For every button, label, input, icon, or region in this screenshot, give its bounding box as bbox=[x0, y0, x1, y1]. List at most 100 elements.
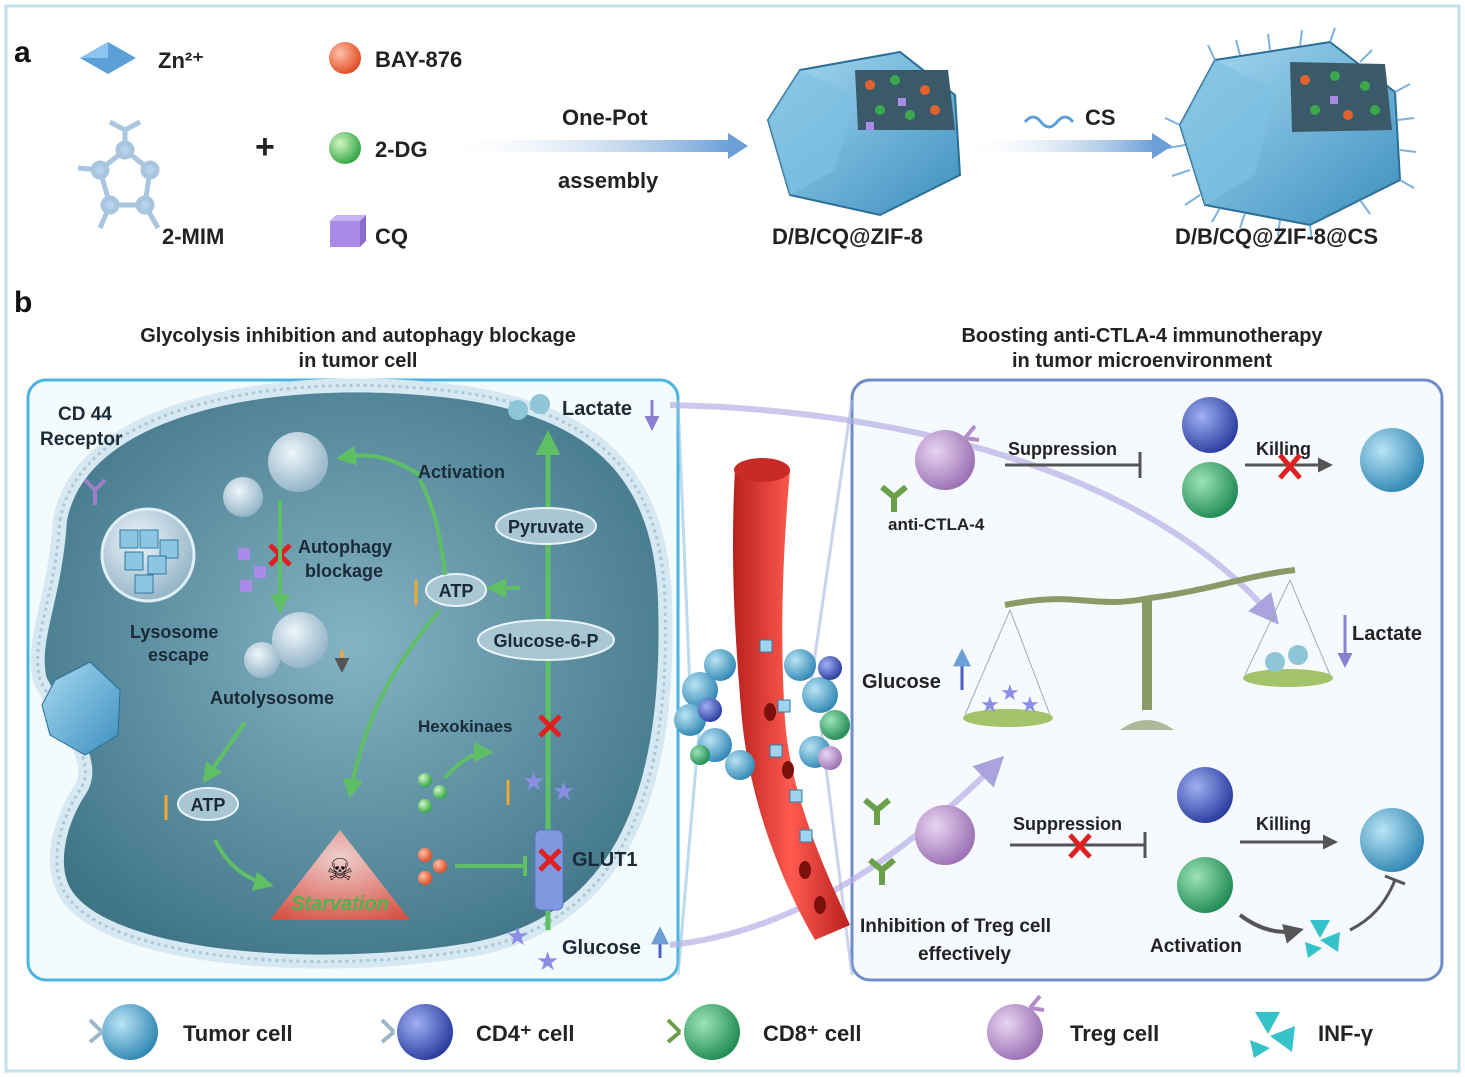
panel-b-letter: b bbox=[14, 286, 32, 319]
legend-treg-receptor bbox=[1028, 994, 1045, 1012]
anti-ctla4-antibody-top bbox=[880, 484, 908, 512]
left-title-line2: in tumor cell bbox=[299, 350, 418, 372]
lactate-molecule bbox=[530, 394, 550, 414]
treg-receptor-top bbox=[963, 424, 980, 442]
tumor-cluster bbox=[674, 649, 850, 780]
legend-cd4-receptor bbox=[380, 1018, 396, 1044]
atp-bubble-left bbox=[177, 787, 239, 821]
right-title-line2: in tumor microenvironment bbox=[1012, 350, 1272, 372]
cd44-label-line1: CD 44 bbox=[58, 404, 112, 425]
blood-vessel bbox=[732, 470, 850, 940]
incoming-nanoparticle-icon bbox=[41, 661, 121, 756]
onepot-arrow-shaft bbox=[440, 140, 730, 152]
small-vesicle bbox=[244, 642, 280, 678]
cd44-label-line2: Receptor bbox=[40, 429, 123, 450]
legend-treg-label: Treg cell bbox=[1070, 1021, 1159, 1046]
glucose-star-icon: ★ bbox=[1020, 692, 1040, 717]
tumor-cell-top bbox=[1360, 428, 1424, 492]
lysosome-label-line2: escape bbox=[148, 645, 209, 665]
ifng-effect-bar bbox=[1384, 874, 1406, 886]
treg-cell-bottom bbox=[915, 805, 975, 865]
skull-icon: ☠ bbox=[327, 854, 354, 887]
anti-ctla4-antibody bbox=[868, 857, 896, 885]
pyruvate-label: Pyruvate bbox=[508, 517, 584, 537]
dg-inhibition-arrow bbox=[443, 742, 494, 780]
killing-label-top: Killing bbox=[1256, 439, 1311, 459]
cq-icon bbox=[330, 215, 366, 247]
treg-cell-top bbox=[915, 430, 975, 490]
legend-cd8-receptor bbox=[666, 1018, 682, 1044]
cq-cube bbox=[238, 548, 250, 560]
glucose-star-icon: ★ bbox=[1000, 680, 1020, 705]
anti-ctla4-label: anti-CTLA-4 bbox=[888, 515, 985, 534]
starvation-label: Starvation bbox=[291, 893, 389, 915]
suppression-label-top: Suppression bbox=[1008, 439, 1117, 459]
ifng-cluster-icon bbox=[1305, 920, 1340, 958]
legend-cd8-label: CD8⁺ cell bbox=[763, 1021, 861, 1046]
assembly-label: assembly bbox=[558, 168, 659, 193]
cell-membrane bbox=[36, 383, 667, 964]
bay876-icon bbox=[329, 42, 361, 74]
zn-label: Zn²⁺ bbox=[158, 48, 204, 73]
autophagy-label-line2: blockage bbox=[305, 561, 383, 581]
cs-arrow-shaft bbox=[965, 140, 1155, 152]
autophagosome-vesicle bbox=[268, 432, 328, 492]
cd8-cell-top bbox=[1182, 462, 1238, 518]
cq-cube bbox=[240, 580, 252, 592]
zif8-cs-label: D/B/CQ@ZIF-8@CS bbox=[1175, 224, 1378, 249]
zoom-line bbox=[808, 399, 854, 691]
legend-tumor-label: Tumor cell bbox=[183, 1021, 293, 1046]
lactate-molecule bbox=[508, 400, 528, 420]
panel-a-letter: a bbox=[14, 36, 31, 69]
dg-molecule bbox=[433, 785, 447, 799]
glucose-label-cell: Glucose bbox=[562, 937, 641, 959]
right-title-line1: Boosting anti-CTLA-4 immunotherapy bbox=[961, 325, 1323, 347]
legend: Tumor cell CD4⁺ cell CD8⁺ cell Treg cell… bbox=[88, 994, 1374, 1060]
cd44-receptor-icon bbox=[83, 478, 107, 505]
mim-label: 2-MIM bbox=[162, 224, 224, 249]
onepot-label: One-Pot bbox=[562, 105, 648, 130]
lactate-label-cell: Lactate bbox=[562, 398, 632, 420]
activation-arrow bbox=[336, 445, 422, 477]
left-title-line1: Glycolysis inhibition and autophagy bloc… bbox=[140, 325, 576, 347]
glucose-star-icon: ★ bbox=[506, 921, 529, 951]
suppression-blocked-cross-icon bbox=[1068, 833, 1092, 859]
dg-icon bbox=[329, 132, 361, 164]
dg-molecule bbox=[418, 799, 432, 813]
lactate-transfer-curve bbox=[669, 402, 1279, 625]
glucose-star-icon: ★ bbox=[552, 776, 575, 806]
lactate-label-tme: Lactate bbox=[1352, 623, 1422, 645]
cs-label: CS bbox=[1085, 105, 1116, 130]
autolysosome-label: Autolysosome bbox=[210, 688, 334, 708]
legend-cd8-icon bbox=[684, 1004, 740, 1060]
legend-ifng-icon bbox=[1250, 1012, 1295, 1058]
zif8-label: D/B/CQ@ZIF-8 bbox=[772, 224, 923, 249]
mim-molecule-icon bbox=[77, 119, 161, 230]
lysosome-label-line1: Lysosome bbox=[130, 622, 218, 642]
cq-label: CQ bbox=[375, 224, 408, 249]
ifng-effect-line bbox=[1349, 879, 1397, 932]
cd4-cell-bottom bbox=[1177, 767, 1233, 823]
atp-arrow bbox=[202, 720, 247, 784]
bay876-label: BAY-876 bbox=[375, 47, 462, 72]
vessel-particles bbox=[759, 639, 813, 843]
atp-label-mid: ATP bbox=[439, 581, 474, 601]
glucose6p-bubble bbox=[477, 619, 615, 661]
dg-molecule bbox=[418, 773, 432, 787]
glucose-star-icon: ★ bbox=[522, 766, 545, 796]
glucose-star-icon: ★ bbox=[536, 946, 559, 976]
plus-sign: + bbox=[255, 128, 275, 166]
legend-tumor-receptor bbox=[88, 1018, 104, 1044]
lactate-molecule bbox=[1265, 652, 1285, 672]
cs-arrow-head bbox=[1152, 133, 1172, 159]
hexokinase-blocked-cross-icon bbox=[538, 714, 562, 738]
activation-label: Activation bbox=[418, 462, 505, 482]
hexokinase-label: Hexokinaes bbox=[418, 717, 513, 736]
balance-scale bbox=[963, 567, 1333, 730]
glut1-label: GLUT1 bbox=[572, 849, 638, 871]
glucose6p-label: Glucose-6-P bbox=[493, 631, 598, 651]
bay876-inhibition-bar bbox=[455, 856, 527, 876]
activation-label-tme: Activation bbox=[1150, 936, 1242, 957]
small-vesicle bbox=[223, 477, 263, 517]
